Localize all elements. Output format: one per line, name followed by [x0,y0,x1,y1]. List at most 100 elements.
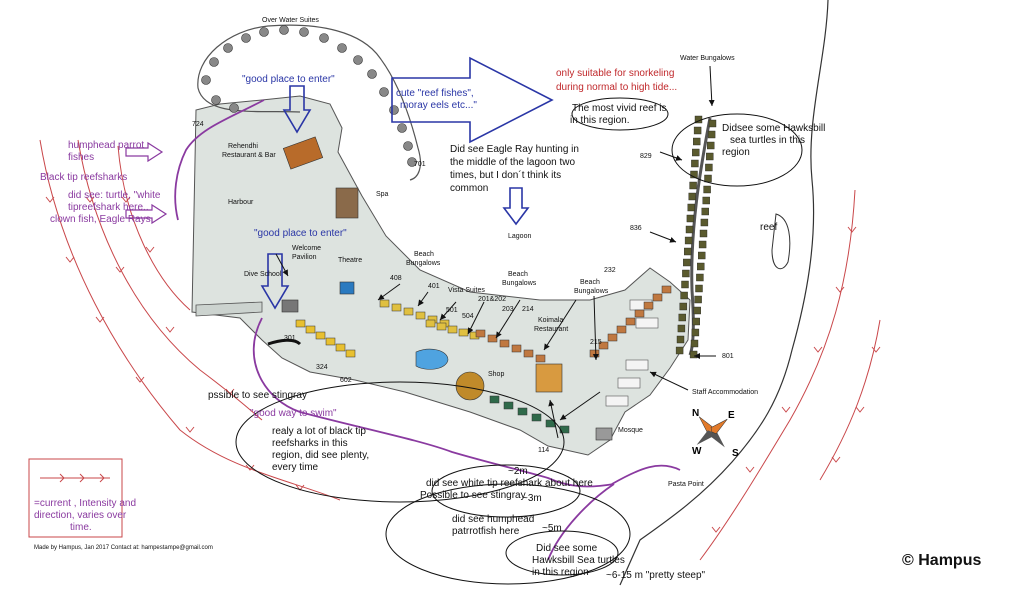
label-602: 602 [340,377,352,384]
label-301: 301 [284,335,296,342]
note-black-tip-region-4: every time [272,462,319,473]
note-black-tip-region-3: region, did see plenty, [272,450,369,461]
beach-bungalow-icon [379,299,390,308]
water-bungalow-icon [685,225,694,234]
shop-building [455,371,485,401]
water-bungalow-icon [692,148,700,157]
label-201202: 201&202 [478,296,506,303]
water-bungalows-jetty [688,117,712,356]
beach-bungalows [295,285,672,434]
current-chevron-icon [121,196,131,203]
label-beach-bungalows-1b: Bungalows [406,260,441,267]
note-white-tip-2: Possible to see stingray [420,490,526,501]
label-dive-school: Dive School [244,271,282,278]
credit-line: Made by Hampus, Jan 2017 Contact at: ham… [34,545,213,551]
water-bungalow-icon [689,181,697,190]
note-depth-3m: ~3m [522,493,542,504]
beach-bungalow-icon [325,337,336,346]
current-chevron-icon [781,406,791,413]
note-hawksbill-top-3: region [722,147,750,158]
suite-villa-icon [337,43,347,53]
label-beach-bungalows-3b: Bungalows [574,288,609,295]
note-did-see-2: tipreefshark here.. [68,202,149,213]
water-bungalow-icon [683,258,691,267]
label-mosque: Mosque [618,427,643,434]
current-chevron-icon [855,406,865,413]
beach-bungalow-icon [487,334,498,343]
label-lagoon: Lagoon [508,233,531,240]
current-chevron-icon [185,426,195,433]
east-reef-shape [771,213,791,270]
label-pasta-point: Pasta Point [668,481,704,488]
legend-text-1: =current , Intensity and [34,498,136,509]
current-lines [39,139,881,561]
label-beach-bungalows-3a: Beach [580,279,600,286]
big-arrow-east [391,56,554,144]
beach-bungalow-icon [447,325,458,334]
water-bungalow-icon [676,335,685,344]
suite-villa-icon [389,105,399,115]
spa-building [335,187,359,219]
water-bungalow-icon [694,295,702,304]
note-only-suitable-1: only suitable for snorkeling [556,68,674,79]
water-bungalow-icon [708,119,717,128]
current-chevron-icon [145,246,155,253]
water-bungalow-icon [705,163,713,172]
label-beach-bungalows-1a: Beach [414,251,434,258]
lagoon-arrow [502,187,530,226]
note-reef-fishes-1: cute "reef fishes", [396,88,474,99]
water-bungalow-icon [697,262,705,271]
suite-villa-icon [397,123,407,133]
suite-villa-icon [229,103,239,113]
suite-villa-icon [241,33,251,43]
suite-villa-icon [209,57,219,67]
highlight-ellipses [235,97,803,585]
beach-bungalow-icon [305,325,316,334]
water-bungalow-icon [706,152,714,161]
suite-villa-icon [259,27,269,37]
water-bungalows [675,115,717,359]
current-chevron-icon [745,466,755,473]
compass-n: N [692,408,699,419]
note-depth-2m: ~2m [508,466,528,477]
water-bungalow-icon [678,313,686,322]
note-stingray: pssible to see stingray [208,390,307,401]
note-eagle-ray-1: Did see Eagle Ray hunting in [450,144,579,155]
beach-bungalow-icon [643,301,654,310]
water-bungalow-icon [682,269,690,278]
note-humphead-here-1: did see humphead [452,514,534,525]
water-bungalow-icon [698,251,706,260]
water-bungalow-icon [704,174,712,183]
swim-routes [174,99,681,561]
water-bungalow-icon [691,159,699,168]
beach-bungalow-icon [295,319,306,328]
current-arrowheads [45,196,881,533]
black-line-beach [267,338,302,346]
watermark: © Hampus [902,552,981,569]
label-koimala-1: Koimala [538,317,563,324]
water-bungalow-icon [679,302,687,311]
note-vivid-reef-2: in this region. [570,115,629,126]
label-408: 408 [390,275,402,282]
water-bungalow-icon [707,141,715,150]
current-chevron-icon [245,464,255,471]
water-bungalow-icon [686,214,695,223]
note-eagle-ray-4: common [450,183,488,194]
suite-villa-icon [299,27,309,37]
compass-w: W [692,446,702,457]
note-hawksbill-top-2: sea turtles in this [730,135,805,146]
label-232: 232 [604,267,616,274]
compass-rose [696,416,728,448]
beach-bungalow-icon [425,319,436,328]
label-114: 114 [538,447,549,454]
beach-bungalow-icon [511,344,522,353]
label-beach-bungalows-2a: Beach [508,271,528,278]
water-bungalow-icon [693,137,701,146]
suite-villa-icon [279,25,289,35]
note-good-enter-1: "good place to enter" [242,74,335,85]
beach-bungalow-icon [403,307,414,316]
beach-bungalow-icon [499,339,510,348]
suite-villa-icon [367,69,377,79]
harbour-jetty [195,301,263,317]
beach-bungalow-icon [415,311,426,320]
